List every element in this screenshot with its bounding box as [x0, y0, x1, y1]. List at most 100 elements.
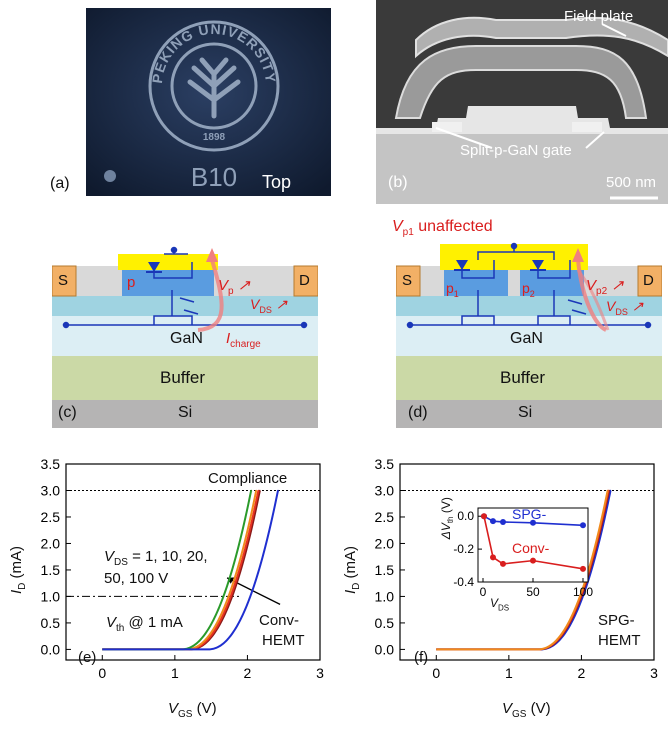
y-tick-label: 2.0 [41, 535, 61, 551]
p2-label: p2 [522, 280, 535, 299]
inset-point [481, 513, 487, 520]
inset-y-tick-label: -0.4 [453, 575, 474, 589]
spg-title: Vp1 unaffected [392, 218, 493, 239]
x-tick-label: 0 [98, 665, 106, 681]
y-axis-label: ID (mA) [8, 545, 29, 595]
buffer-label: Buffer [500, 368, 546, 387]
x-axis-label: VGS (V) [168, 700, 217, 720]
inset-legend-spg: SPG- [512, 506, 547, 522]
p-label: p [127, 274, 136, 291]
inset-point [530, 557, 536, 564]
inset-point [530, 519, 536, 526]
y-tick-label: 3.0 [375, 482, 395, 498]
panel-label-d: (d) [408, 404, 428, 421]
inset-y-tick-label: -0.2 [453, 542, 474, 556]
x-tick-label: 0 [432, 665, 440, 681]
vp2-label: Vp2 ↗ [586, 277, 624, 297]
inset-point [500, 518, 506, 525]
substrate [376, 132, 668, 204]
device-label-2: HEMT [262, 632, 305, 649]
p1-label: p1 [446, 280, 459, 299]
chip-photo: PEKING UNIVERSITY 1898 B10 [86, 8, 331, 196]
y-tick-label: 2.5 [375, 509, 395, 525]
inset-point [580, 565, 586, 572]
iv-curve [436, 489, 609, 651]
device-label-1: Conv- [259, 612, 300, 629]
inset-y-tick-label: 0.0 [457, 509, 474, 523]
x-axis-label: VGS (V) [502, 700, 551, 720]
chip-code: B10 [191, 162, 237, 192]
drain-label: D [299, 272, 310, 289]
p-gan-region [122, 270, 214, 296]
panel-label-a: (a) [50, 175, 70, 192]
panel-label-e: (e) [78, 649, 97, 666]
field-plate-label: Field plate [564, 8, 634, 25]
y-tick-label: 1.5 [375, 562, 395, 578]
p2-region [520, 270, 584, 296]
y-tick-label: 1.0 [375, 588, 395, 604]
p1-region [444, 270, 508, 296]
inset-y-label: ΔVth (V) [438, 497, 456, 540]
si-label: Si [518, 404, 533, 421]
y-tick-label: 3.5 [41, 456, 61, 472]
layer-buffer [52, 356, 318, 400]
svg-text:1898: 1898 [203, 132, 226, 143]
drain-contact [293, 265, 319, 297]
y-tick-label: 3.0 [41, 482, 61, 498]
layer-si [52, 400, 318, 428]
charge-path [197, 259, 224, 332]
scale-bar-label: 500 nm [606, 174, 657, 191]
panel-label-b: (b) [388, 174, 408, 191]
layer-algan [52, 296, 318, 316]
panel-label-c: (c) [58, 404, 77, 421]
inset-legend-conv: Conv- [512, 540, 550, 556]
compliance-label: Compliance [208, 470, 288, 487]
gan-label: GaN [510, 330, 543, 347]
panel-c: S D p Vp ↗ VDS ↗ Icharge GaN Buffer Si (… [51, 240, 319, 430]
panel-d: Vp1 unaffected S D p1 p2 Vp2 ↗ VDS ↗ GaN… [392, 218, 663, 430]
inset-point [490, 518, 496, 525]
y-tick-label: 1.5 [41, 562, 61, 578]
side-label: Top [262, 172, 292, 192]
y-axis-label: ID (mA) [342, 545, 363, 595]
diode-symbol [148, 262, 160, 272]
y-tick-label: 2.5 [41, 509, 61, 525]
inset-x-label: VDS [490, 596, 510, 613]
x-tick-label: 1 [171, 665, 179, 681]
vds-label: VDS ↗ [606, 298, 644, 317]
si-label: Si [178, 404, 193, 421]
source-label: S [402, 272, 413, 289]
spg-hemt-schematic [395, 242, 663, 428]
plot-frame [399, 463, 655, 661]
panel-label-f: (f) [414, 649, 429, 666]
vds-label: VDS ↗ [250, 296, 288, 315]
source-label: S [58, 272, 69, 289]
panel-b: Field plate Split-p-GaN gate 500 nm (b) [376, 0, 668, 204]
vp-label: Vp ↗ [218, 277, 251, 297]
pin1-mark [104, 170, 116, 182]
layer-gan [52, 316, 318, 356]
y-tick-label: 0.0 [375, 641, 395, 657]
gate-label: Split-p-GaN gate [460, 142, 572, 159]
vds-list-line2: 50, 100 V [104, 570, 169, 587]
vds-list-line1: VDS = 1, 10, 20, [104, 548, 208, 568]
y-tick-label: 0.5 [41, 615, 61, 631]
y-tick-label: 2.0 [375, 535, 395, 551]
gate-metal [118, 254, 218, 270]
conv-hemt-schematic [51, 246, 319, 428]
y-tick-label: 3.5 [375, 456, 395, 472]
inset-point [500, 560, 506, 567]
source-contact [51, 265, 77, 297]
x-tick-label: 2 [578, 665, 586, 681]
gan-label: GaN [170, 330, 203, 347]
device-label-2: HEMT [598, 632, 641, 649]
inset-point [580, 522, 586, 529]
inset-x-tick-label: 0 [480, 585, 487, 599]
y-tick-label: 0.5 [375, 615, 395, 631]
buffer-label: Buffer [160, 368, 206, 387]
device-label-1: SPG- [598, 612, 635, 629]
y-tick-label: 1.0 [41, 588, 61, 604]
